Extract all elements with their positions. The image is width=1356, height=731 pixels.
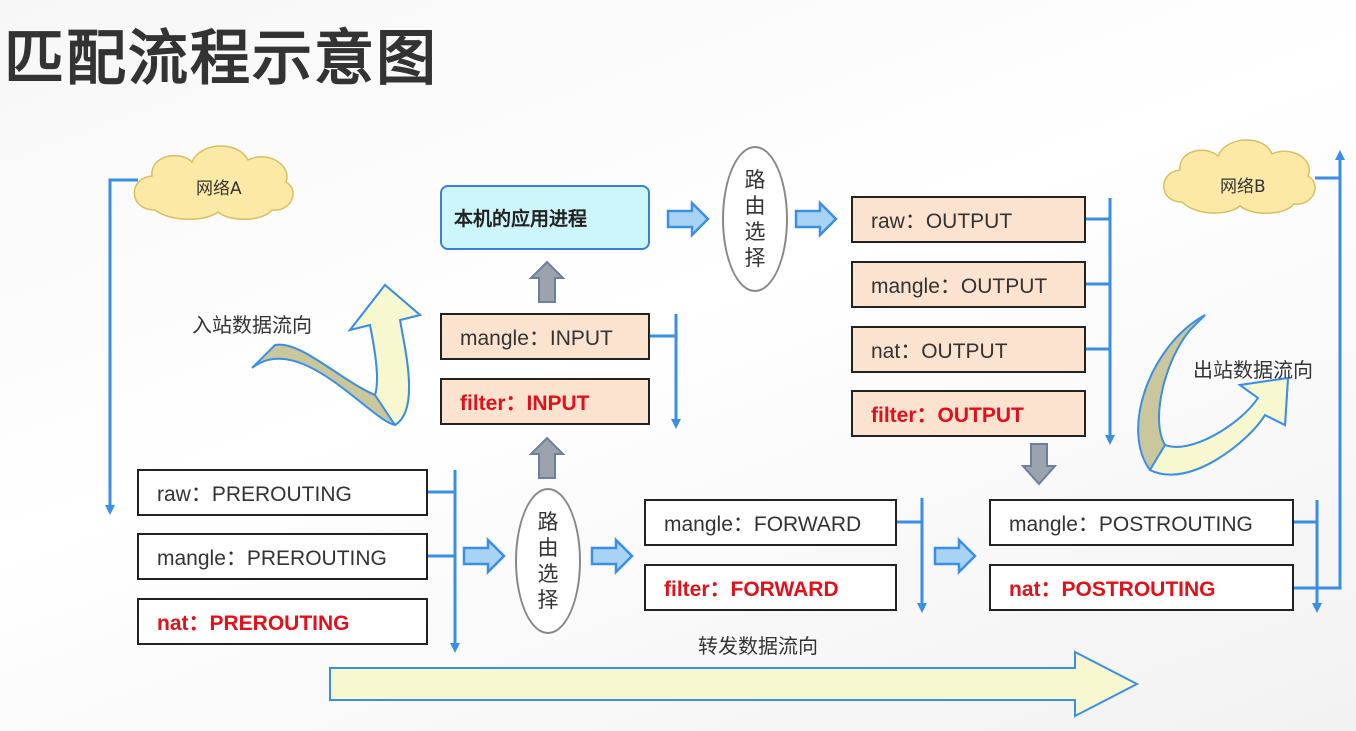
routing-char: 择 — [537, 588, 559, 612]
input-bracket — [650, 314, 681, 429]
arrow-input-to-app — [528, 260, 566, 303]
outbound-curve-arrow — [1137, 314, 1290, 476]
forward-flow-label: 转发数据流向 — [698, 634, 818, 658]
chain-mangle-output: mangle：OUTPUT — [851, 261, 1086, 308]
arrow-forward-to-postrouting — [933, 536, 977, 576]
network-a-label: 网络A — [196, 179, 242, 199]
arrow-app-to-route — [666, 199, 710, 239]
chain-raw-prerouting: raw：PREROUTING — [137, 469, 428, 516]
chain-nat-postrouting: nat：POSTROUTING — [989, 564, 1294, 611]
forward-flow-arrow — [329, 650, 1140, 718]
local-app-process: 本机的应用进程 — [440, 185, 650, 250]
cloud-a-icon — [133, 145, 294, 220]
routing-char: 择 — [744, 246, 766, 270]
forward-bracket — [897, 498, 927, 613]
arrow-route-to-input — [528, 436, 566, 479]
routing-char: 选 — [744, 220, 766, 244]
chain-mangle-input: mangle：INPUT — [440, 313, 650, 360]
block-arrows-vertical — [528, 260, 1058, 486]
routing-char: 由 — [537, 536, 559, 560]
chain-nat-prerouting: nat：PREROUTING — [137, 598, 428, 645]
routing-char: 选 — [537, 562, 559, 586]
chain-mangle-forward: mangle：FORWARD — [644, 499, 897, 546]
network-b-label: 网络B — [1220, 177, 1266, 197]
postrouting-bracket — [1294, 500, 1322, 613]
chain-mangle-prerouting: mangle：PREROUTING — [137, 533, 428, 580]
cloud-b-icon — [1163, 139, 1316, 214]
outbound-flow-label: 出站数据流向 — [1193, 358, 1313, 382]
routing-decision-top: 路 由 选 择 — [722, 146, 788, 292]
arrow-route-to-output — [794, 199, 838, 239]
arrow-route-to-forward — [590, 536, 634, 576]
chain-filter-forward: filter：FORWARD — [644, 564, 897, 611]
page-title: 匹配流程示意图 — [4, 24, 438, 94]
routing-char: 路 — [744, 168, 766, 192]
arrow-output-to-postrouting — [1020, 443, 1058, 486]
routing-char: 由 — [744, 194, 766, 218]
network-a-connector — [105, 178, 138, 515]
chain-filter-output: filter：OUTPUT — [851, 390, 1086, 437]
routing-decision-bottom: 路 由 选 择 — [515, 488, 581, 634]
chain-mangle-postrouting: mangle：POSTROUTING — [989, 499, 1294, 546]
output-bracket — [1086, 198, 1115, 445]
inbound-curve-arrow — [251, 283, 423, 427]
chain-nat-output: nat：OUTPUT — [851, 326, 1086, 373]
chain-raw-output: raw：OUTPUT — [851, 196, 1086, 243]
arrow-prerouting-to-route — [462, 536, 506, 576]
block-arrows-right — [462, 199, 977, 576]
prerouting-bracket — [428, 470, 460, 653]
inbound-flow-label: 入站数据流向 — [192, 313, 312, 337]
chain-filter-input: filter：INPUT — [440, 378, 650, 425]
routing-char: 路 — [537, 510, 559, 534]
